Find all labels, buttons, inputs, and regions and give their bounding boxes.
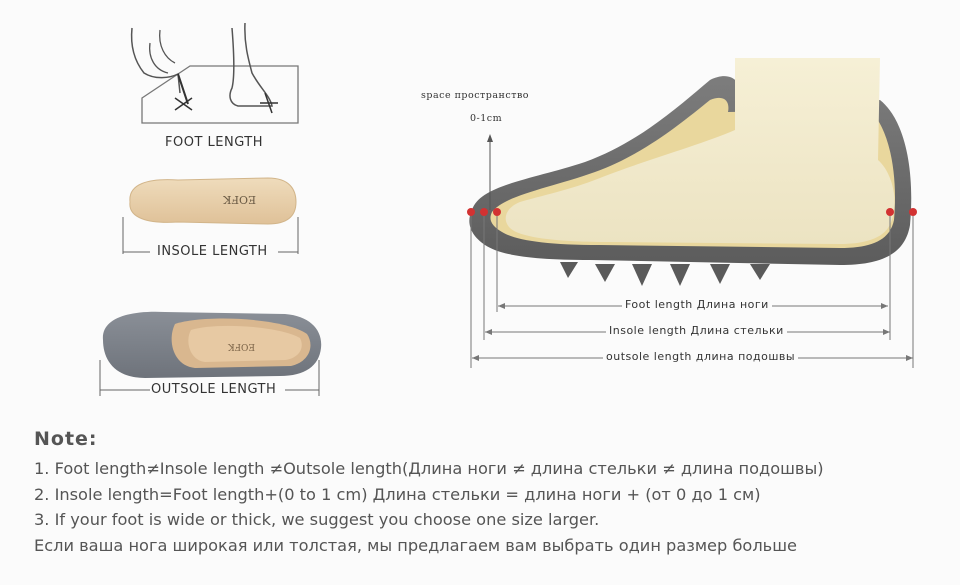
note-title: Note: — [34, 428, 98, 450]
note-line-4: Если ваша нога широкая или толстая, мы п… — [34, 535, 797, 555]
outsole-length-label: outsole length длина подошвы — [603, 350, 799, 363]
foot-length-label: Foot length Длина ноги — [622, 298, 772, 311]
space-value: 0-1cm — [470, 113, 503, 124]
insole-length-label: Insole length Длина стельки — [606, 324, 787, 337]
note-section: Note: 1. Foot length≠Insole length ≠Outs… — [34, 428, 944, 558]
svg-text:EOFK: EOFK — [228, 341, 255, 351]
space-label: space пространство — [421, 90, 530, 101]
foot-length-caption: FOOT LENGTH — [165, 135, 264, 150]
outsole-length-caption: OUTSOLE LENGTH — [151, 382, 277, 397]
note-line-2: 2. Insole length=Foot length+(0 to 1 cm)… — [34, 484, 761, 504]
note-line-1: 1. Foot length≠Insole length ≠Outsole le… — [34, 459, 824, 478]
shoe-outsole-illustration: EOFK — [95, 300, 325, 405]
insole-illustration: EOFK — [118, 172, 303, 262]
insole-length-caption: INSOLE LENGTH — [157, 244, 268, 259]
note-line-3: 3. If your foot is wide or thick, we sug… — [34, 510, 600, 529]
shoe-cross-section-diagram — [410, 50, 930, 380]
foot-measure-illustration — [120, 18, 320, 133]
insole-brand-mark: EOFK — [222, 193, 256, 206]
